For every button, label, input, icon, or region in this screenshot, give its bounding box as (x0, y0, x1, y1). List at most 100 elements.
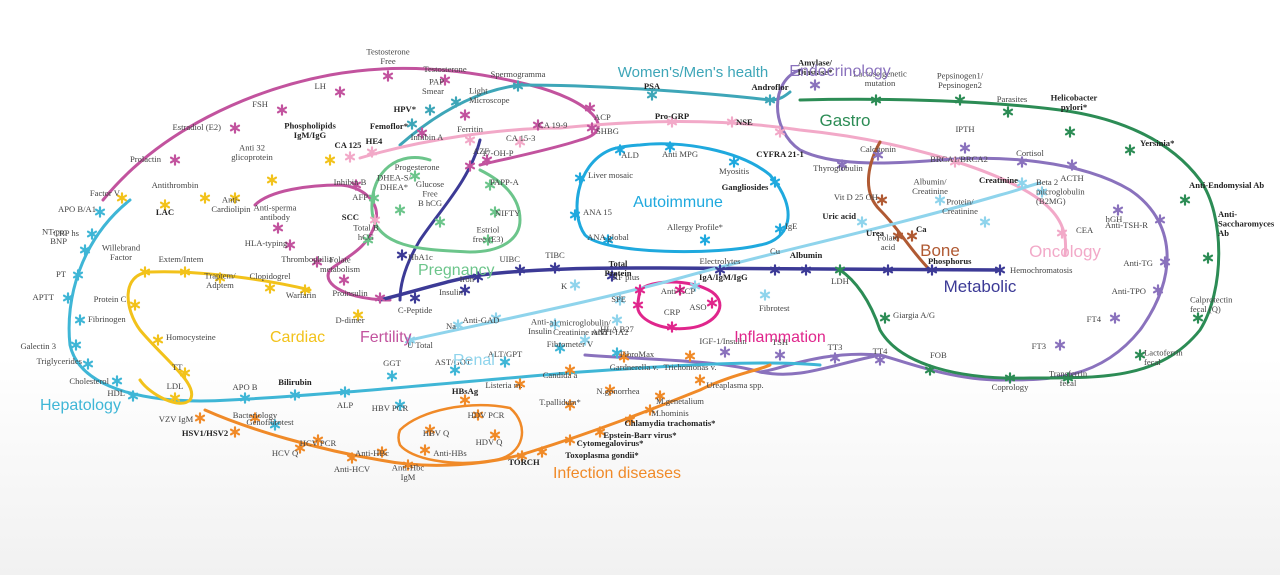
test-inhibin-a-label[interactable]: Inhibin A (411, 132, 444, 142)
test-toxoplasma-gondii-label[interactable]: Toxoplasma gondii* (565, 450, 638, 460)
panel-title-ren[interactable]: Renal (453, 352, 495, 369)
test-ca-125-label[interactable]: CA 125 (335, 140, 362, 150)
test-pt-label[interactable]: PT (56, 269, 67, 279)
test-apo-b-label[interactable]: APO B (232, 382, 257, 392)
test-ana-global-label[interactable]: ANA global (587, 232, 629, 242)
test-a1-microglobulin-creatinine-ratio-label[interactable]: a1 microglobulin/Creatinine ratio (549, 318, 611, 338)
test-albumin-creatinine-label[interactable]: Albumin/Creatinine (912, 177, 948, 197)
test-chlamydia-trachomatis-label[interactable]: Chlamydia trachomatis* (625, 418, 716, 428)
test-protein-creatinine-label[interactable]: Protein/Creatinine (942, 197, 978, 217)
test-myositis-label[interactable]: Myositis (719, 166, 750, 176)
test-candida-a-label[interactable]: Candida a (543, 370, 578, 380)
test-rf-plus-label[interactable]: RF plus (613, 272, 641, 282)
test-anti-ia2-label[interactable]: ANTI-IA2 (592, 327, 629, 337)
test-anti-tsh-r-label[interactable]: Anti-TSH-R (1105, 220, 1148, 230)
test-ft3-label[interactable]: FT3 (1032, 341, 1046, 351)
test-ureaplasma-spp-label[interactable]: Ureaplasma spp. (706, 380, 763, 390)
panel-title-preg[interactable]: Pregnancy (418, 262, 495, 279)
test-phosphorus-label[interactable]: Phosphorus (928, 256, 972, 266)
test-igf-1-insulin-label[interactable]: IGF-1/Insulin (699, 336, 747, 346)
test-tt-label[interactable]: TT (172, 362, 183, 372)
test-shbg-label[interactable]: SHBG (596, 126, 619, 136)
test-crp-hs-label[interactable]: CRP hs (53, 228, 79, 238)
test-aptt-label[interactable]: APTT (33, 292, 55, 302)
test-iron-label[interactable]: Iron (460, 274, 475, 284)
test-fsh-label[interactable]: FSH (252, 99, 268, 109)
test-pro-grp-label[interactable]: Pro-GRP (655, 111, 689, 121)
test-anti-ccp-label[interactable]: Anti-CCP (661, 286, 696, 296)
test-lh-label[interactable]: LH (315, 81, 326, 91)
test-k-label[interactable]: K (561, 281, 568, 291)
test-prolactin-label[interactable]: Prolactin (130, 154, 162, 164)
test-parasites-label[interactable]: Parasites (997, 94, 1028, 104)
test-scc-label[interactable]: SCC (342, 212, 359, 222)
test-warfarin-label[interactable]: Warfarin (286, 290, 317, 300)
test-testosterone-label[interactable]: Testosterone (423, 64, 466, 74)
test-giargia-a-g-label[interactable]: Giargia A/G (893, 310, 935, 320)
test-yersinia-label[interactable]: Yersinia* (1140, 138, 1174, 148)
test-anti-hcv-label[interactable]: Anti-HCV (334, 464, 371, 474)
test-17-oh-p-label[interactable]: 17-OH-P (482, 148, 514, 158)
test-spermogramma-label[interactable]: Spermogramma (491, 69, 546, 79)
test-tt4-label[interactable]: TT4 (873, 346, 888, 356)
panel-title-infl[interactable]: Inflammation (734, 329, 826, 346)
test-vit-d-25-oh-label[interactable]: Vit D 25 OH (834, 192, 878, 202)
test-hsv1-hsv2-label[interactable]: HSV1/HSV2 (182, 428, 228, 438)
test-m-hominis-label[interactable]: M.hominis (651, 408, 689, 418)
test-clopidogrel-label[interactable]: Clopidogrel (249, 271, 291, 281)
test-liver-mosaic-label[interactable]: Liver mosaic (588, 170, 633, 180)
test-alt-gpt-label[interactable]: ALT/GPT (488, 349, 523, 359)
test-ca-label[interactable]: Ca (916, 224, 927, 234)
test-trichomonas-v-label[interactable]: Trichomonas v. (663, 362, 716, 372)
test-allergy-profile-label[interactable]: Allergy Profile* (667, 222, 723, 232)
test-hla-typing-label[interactable]: HLA-typing (245, 238, 288, 248)
test-iga-igm-igg-label[interactable]: IgA/IgM/IgG (699, 272, 748, 282)
test-ana-15-label[interactable]: ANA 15 (583, 207, 612, 217)
panel-title-auto[interactable]: Autoimmune (633, 194, 723, 211)
test-u-total-label[interactable]: U Total (407, 340, 433, 350)
test-crp-label[interactable]: CRP (664, 307, 680, 317)
test-n-gonorrhea-label[interactable]: N.gonorrhea (596, 386, 639, 396)
test-cytomegalovirus-label[interactable]: Cytomegalovirus* (577, 438, 644, 448)
test-apo-b-a1-label[interactable]: APO B/A1 (58, 204, 96, 214)
test-anti-endomysial-ab-label[interactable]: Anti-Endomysial Ab (1189, 180, 1264, 190)
test-lac-label[interactable]: LAC (156, 207, 174, 217)
test-epstein-barr-virus-label[interactable]: Epstein-Barr virus* (603, 430, 676, 440)
test-cu-label[interactable]: Cu (770, 246, 781, 256)
test-hdv-q-label[interactable]: HDV Q (476, 437, 504, 447)
test-fob-label[interactable]: FOB (930, 350, 947, 360)
test-cholesterol-label[interactable]: Cholesterol (69, 376, 109, 386)
panel-title-hep[interactable]: Hepatology (40, 397, 121, 414)
test-thyroglobulin-label[interactable]: Thyroglobulin (813, 163, 863, 173)
test-anti-tpo-label[interactable]: Anti-TPO (1112, 286, 1146, 296)
test-cyfra-21-1-label[interactable]: CYFRA 21-1 (756, 149, 804, 159)
panel-title-endo[interactable]: Endocrinology (789, 63, 890, 80)
panel-title-inf[interactable]: Infection diseases (553, 465, 681, 482)
test-calcitonin-label[interactable]: Calcitonin (860, 144, 897, 154)
test-thrombophilia-label[interactable]: Thrombophilia (281, 254, 333, 264)
test-tsh-label[interactable]: TSH (772, 337, 788, 347)
test-triglycerides-label[interactable]: Triglycerides (36, 356, 82, 366)
test-nse-label[interactable]: NSE (736, 117, 753, 127)
test-androflor-label[interactable]: Androflor (751, 82, 788, 92)
test-femoflor-label[interactable]: Femoflor* (370, 121, 408, 131)
test-ft4-label[interactable]: FT4 (1087, 314, 1102, 324)
test-ipth-label[interactable]: IPTH (955, 124, 974, 134)
test-progesterone-label[interactable]: Progesterone (395, 162, 440, 172)
test-ggt-label[interactable]: GGT (383, 358, 401, 368)
test-hbsag-label[interactable]: HBsAg (452, 386, 479, 396)
test-anti-hbc-label[interactable]: Anti-HBc (355, 448, 389, 458)
test-listeria-m-label[interactable]: Listeria m. (485, 380, 522, 390)
test-galectin-3-label[interactable]: Galectin 3 (20, 341, 56, 351)
test-extem-intem-label[interactable]: Extem/Intem (159, 254, 204, 264)
test-torch-label[interactable]: TORCH (508, 457, 540, 467)
panel-title-met[interactable]: Metabolic (944, 277, 1017, 296)
